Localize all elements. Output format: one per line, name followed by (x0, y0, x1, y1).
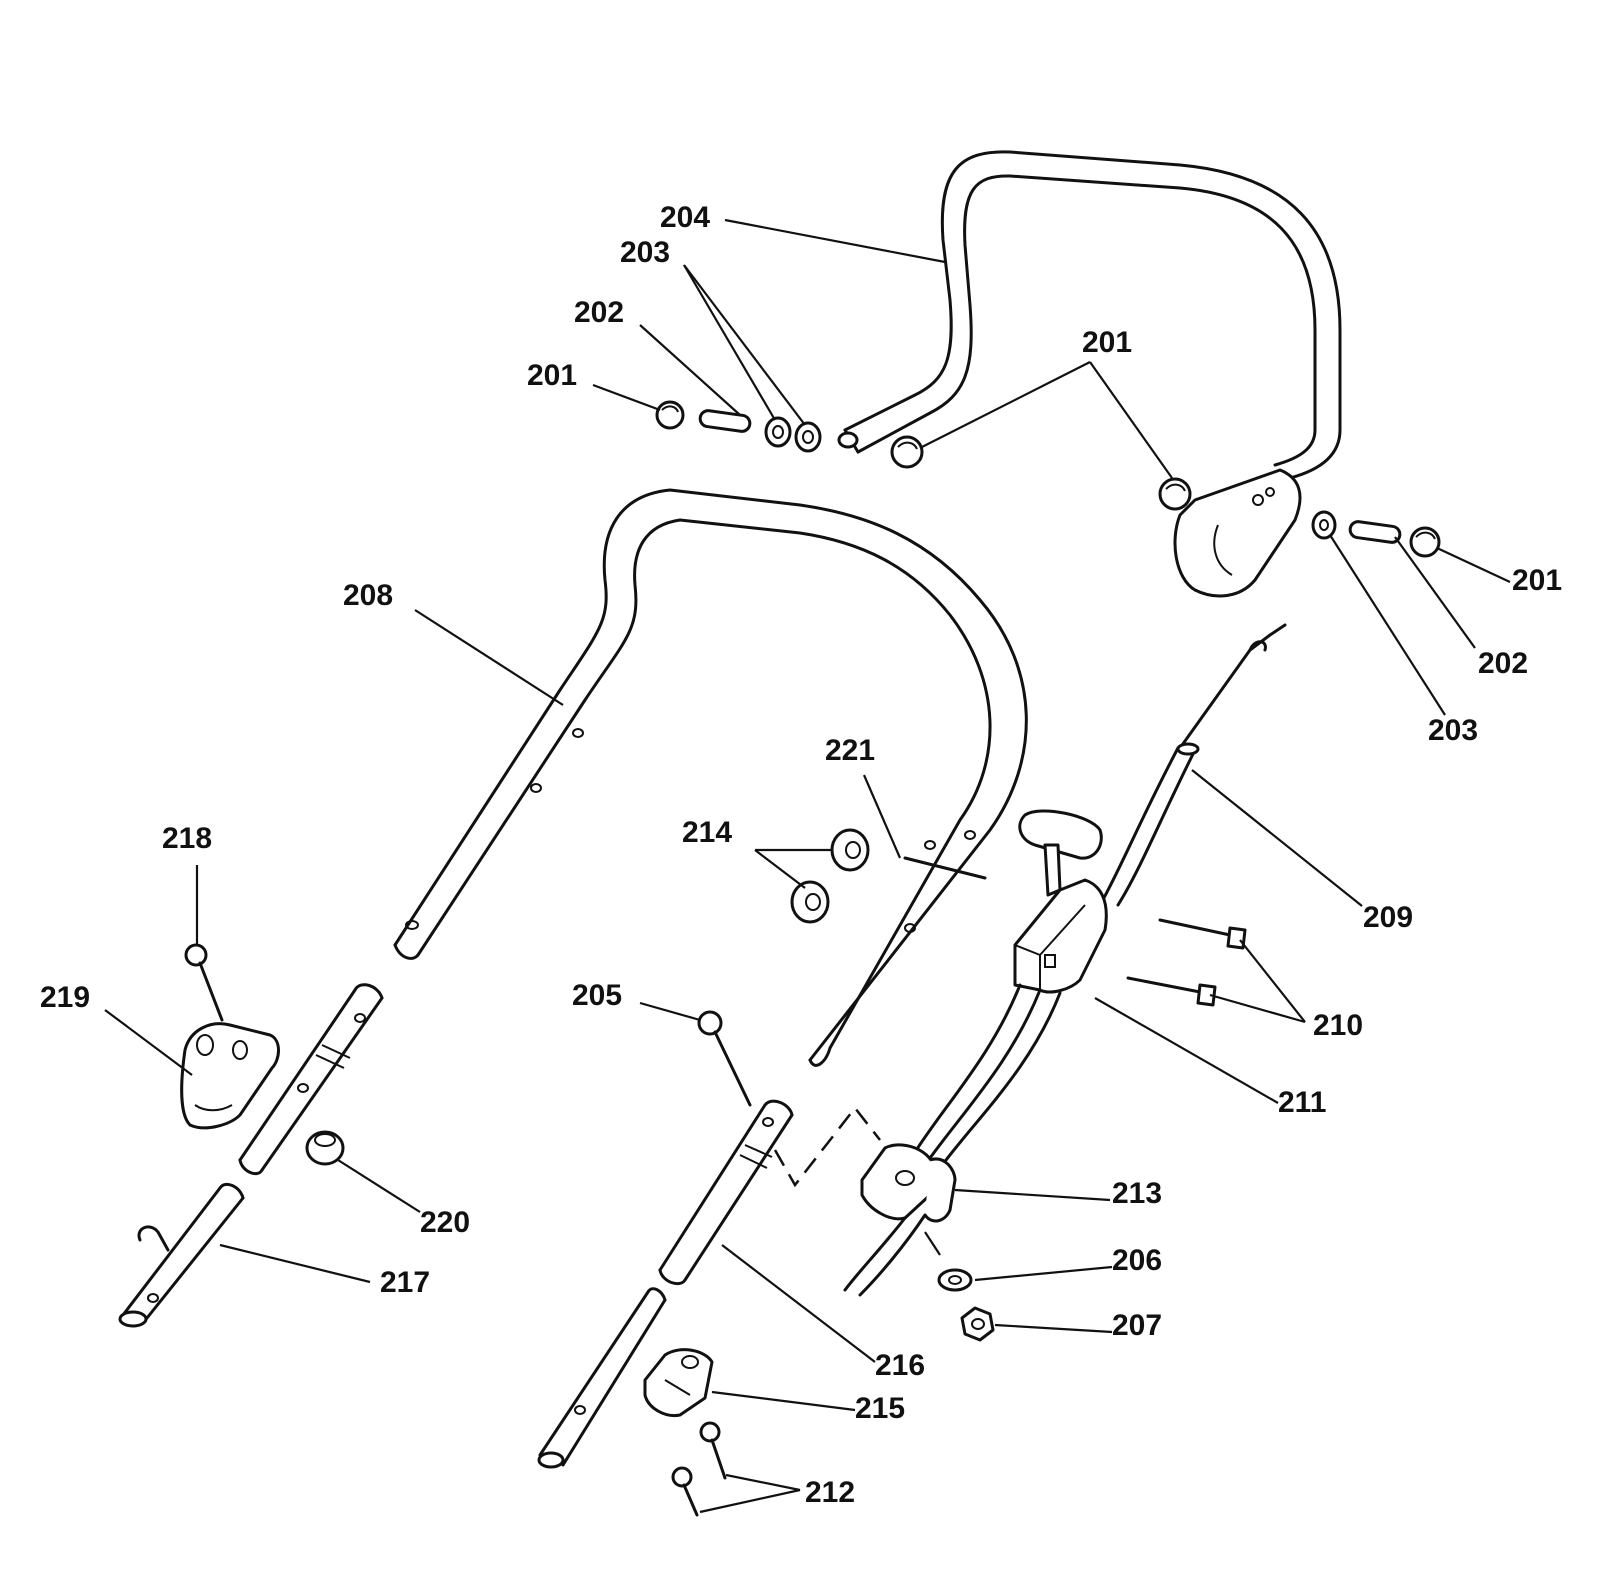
bolt-202-top-left (698, 409, 752, 433)
knob-nut-201-right (1409, 526, 1441, 558)
tube-upper-left (238, 983, 384, 1176)
callout-206: 206 (1112, 1244, 1162, 1277)
callout-213: 213 (1112, 1177, 1162, 1210)
callout-201-top-left: 201 (527, 359, 577, 392)
washer-203-top-left-b (794, 421, 822, 453)
nut-214-upper (830, 828, 870, 872)
callout-214: 214 (682, 816, 732, 849)
upper-handle-part-204 (837, 150, 1342, 480)
callout-216: 216 (875, 1349, 925, 1382)
nut-207 (960, 1306, 995, 1342)
callout-207: 207 (1112, 1309, 1162, 1342)
screw-210-upper (1158, 918, 1247, 950)
callout-202-top-left: 202 (574, 296, 624, 329)
handle-bracket-plate (1173, 468, 1302, 598)
callout-201-center: 201 (1082, 326, 1132, 359)
bolt-218 (184, 943, 224, 1022)
nut-214-lower (790, 880, 830, 924)
callout-211: 211 (1278, 1086, 1326, 1119)
callout-219: 219 (40, 981, 90, 1014)
control-lever-211 (908, 809, 1108, 1170)
bolt-212-lower (671, 1466, 699, 1517)
screw-210-lower (1126, 976, 1217, 1007)
lower-tube-216 (658, 1099, 794, 1286)
cable-clip-221 (903, 856, 987, 880)
callout-220: 220 (420, 1206, 470, 1239)
callout-209: 209 (1363, 901, 1413, 934)
callout-203-top-left: 203 (620, 236, 670, 269)
alignment-dashed-line (773, 1105, 881, 1188)
washer-203-right (1311, 510, 1337, 540)
lower-handle-part-208 (393, 488, 1028, 1067)
tube-clamp-215 (643, 1348, 714, 1418)
callout-208: 208 (343, 579, 393, 612)
control-cable-209 (1098, 623, 1287, 907)
bolt-205 (697, 1010, 752, 1107)
knob-nut-201-top-left (655, 400, 685, 430)
callout-210: 210 (1313, 1009, 1363, 1042)
cable-clamp-213 (843, 1143, 957, 1297)
callout-212: 212 (805, 1476, 855, 1509)
callout-205: 205 (572, 979, 622, 1012)
callout-221: 221 (825, 734, 875, 767)
knob-nut-201-bracket (1158, 477, 1192, 511)
callout-203-right: 203 (1428, 714, 1478, 747)
callout-204: 204 (660, 201, 710, 234)
callout-217: 217 (380, 1266, 430, 1299)
callout-labels: 204 203 202 201 201 201 202 203 208 221 … (40, 201, 1562, 1509)
callout-201-right: 201 (1512, 564, 1562, 597)
bolt-202-right (1348, 520, 1402, 544)
callout-215: 215 (855, 1392, 905, 1425)
bolt-212-upper (699, 1421, 727, 1480)
bracket-219 (180, 1022, 280, 1130)
lower-tube-segment (537, 1287, 667, 1469)
callout-218: 218 (162, 822, 212, 855)
knob-220 (305, 1130, 345, 1166)
leader-lines (104, 218, 1511, 1514)
washer-206 (937, 1268, 973, 1292)
knob-nut-201-center (890, 435, 924, 469)
callout-202-right: 202 (1478, 647, 1528, 680)
tube-217 (118, 1182, 245, 1328)
washer-203-top-left-a (764, 416, 792, 448)
